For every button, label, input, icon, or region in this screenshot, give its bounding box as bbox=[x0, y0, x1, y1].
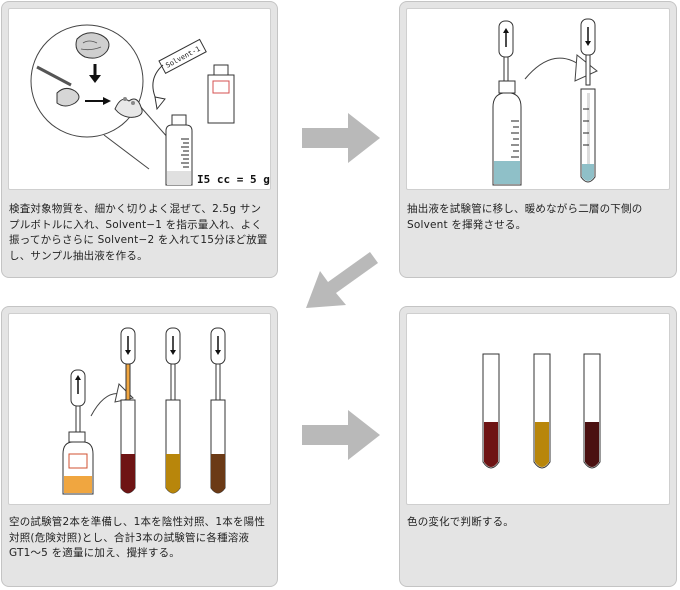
arrow-down-left bbox=[306, 252, 378, 308]
step-3-caption: 空の試験管2本を準備し、1本を陰性対照、1本を陽性対照(危険対照)とし、合計3本… bbox=[9, 516, 266, 559]
reagent-mixing-drawing bbox=[62, 327, 226, 495]
step-4-card: 色の変化で判断する。 bbox=[399, 306, 677, 587]
step-3-illustration bbox=[8, 313, 271, 505]
step-2-illustration bbox=[406, 8, 670, 190]
step-1-caption: 検査対象物質を、細かく切りよく混ぜて、2.5g サンプルボトルに入れ、Solve… bbox=[9, 203, 268, 262]
step-2-caption: 抽出液を試験管に移し、暖めながら二層の下側の Solvent を揮発させる。 bbox=[407, 203, 643, 231]
result-tube-amber bbox=[533, 353, 551, 469]
color-result-drawing bbox=[482, 353, 601, 469]
arrow-right-bottom bbox=[302, 410, 380, 460]
arrow-right-top bbox=[302, 113, 380, 163]
extract-transfer-drawing bbox=[492, 18, 598, 186]
sample-preparation-drawing: Solvent-1 I5 cc = 5 g bbox=[30, 24, 270, 186]
step-1-illustration: Solvent-1 I5 cc = 5 g bbox=[8, 8, 271, 190]
result-tube-brown bbox=[583, 353, 601, 469]
step-4-illustration bbox=[406, 313, 670, 505]
step-3-card: 空の試験管2本を準備し、1本を陰性対照、1本を陽性対照(危険対照)とし、合計3本… bbox=[1, 306, 278, 587]
result-tube-dark-red bbox=[482, 353, 500, 469]
step-2-card: 抽出液を試験管に移し、暖めながら二層の下側の Solvent を揮発させる。 bbox=[399, 1, 677, 278]
step-4-caption: 色の変化で判断する。 bbox=[407, 516, 514, 528]
step-1-card: Solvent-1 I5 cc = 5 g 検査対象物質を、細かく切りよく混ぜて… bbox=[1, 1, 278, 278]
measure-label: I5 cc = 5 g bbox=[197, 173, 270, 186]
